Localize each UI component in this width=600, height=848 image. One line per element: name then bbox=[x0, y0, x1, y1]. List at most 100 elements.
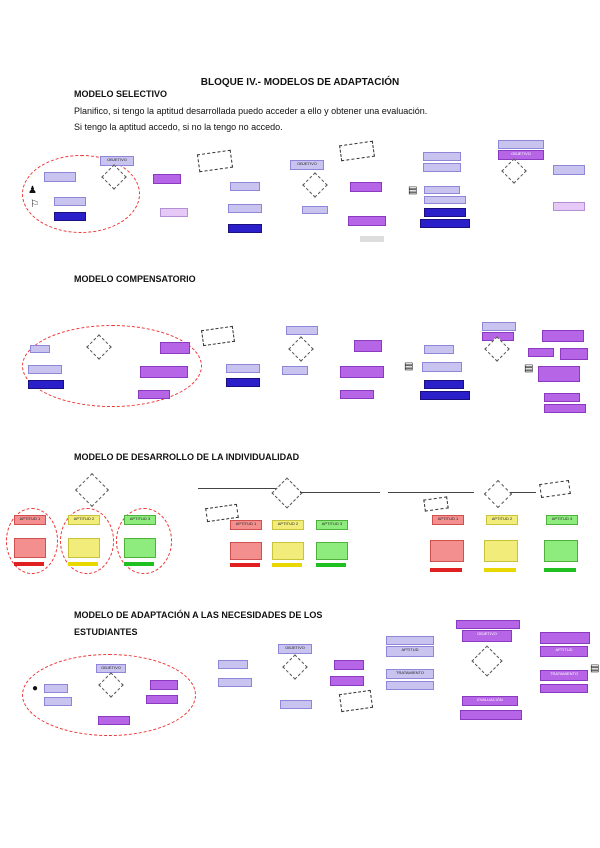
aptitud-box bbox=[553, 165, 585, 175]
aptitud-box bbox=[424, 345, 454, 354]
objetivo-box: OBJETIVO bbox=[462, 630, 512, 642]
dashed-oval bbox=[60, 508, 114, 574]
purple-box bbox=[538, 366, 580, 382]
selective-text-line-2: Si tengo la aptitud accedo, si no la ten… bbox=[74, 122, 283, 132]
purple-box bbox=[460, 710, 522, 720]
tratamiento-box bbox=[424, 196, 466, 204]
label-box bbox=[286, 326, 318, 335]
dashed-note bbox=[201, 325, 235, 347]
tratamiento-box bbox=[44, 697, 72, 706]
tratamiento-box bbox=[54, 197, 86, 206]
purple-box bbox=[340, 390, 374, 399]
tratamiento-purple-box bbox=[146, 695, 178, 704]
dashed-oval bbox=[6, 508, 58, 574]
dashed-note bbox=[338, 689, 374, 713]
aptitud-box: APTITUD bbox=[386, 646, 434, 657]
tratamiento-box bbox=[484, 540, 518, 562]
dashed-oval bbox=[22, 654, 196, 736]
evaluacion-bar bbox=[68, 562, 98, 566]
caption-line bbox=[388, 492, 474, 493]
decision-diamond bbox=[302, 172, 328, 198]
aptitud-purple-box bbox=[334, 660, 364, 670]
tratamiento-box bbox=[28, 365, 62, 374]
tratamiento-box bbox=[316, 542, 348, 560]
aptitud-purple-box: APTITUD bbox=[540, 646, 588, 657]
pink-box bbox=[160, 208, 188, 217]
decision-diamond bbox=[501, 158, 527, 184]
evaluacion-bar bbox=[430, 568, 462, 572]
objetivo-box: OBJETIVO bbox=[498, 150, 544, 160]
purple-box bbox=[140, 366, 188, 378]
aptitud-box bbox=[423, 163, 461, 172]
aptitud2-box: APTITUD 2 bbox=[272, 520, 304, 530]
objetivo-box: OBJETIVO bbox=[278, 644, 312, 654]
tratamiento-box bbox=[228, 204, 262, 213]
small-box bbox=[302, 206, 328, 214]
evaluacion-box bbox=[280, 700, 312, 709]
evaluacion-box bbox=[420, 219, 470, 228]
evaluacion-box bbox=[424, 380, 464, 389]
aptitud-box bbox=[30, 345, 50, 353]
objetivo-box: OBJETIVO bbox=[290, 160, 324, 170]
tratamiento-box bbox=[272, 542, 304, 560]
purple-box bbox=[528, 348, 554, 357]
purple-box bbox=[544, 404, 586, 413]
evaluacion-bar bbox=[124, 562, 154, 566]
decision-diamond bbox=[75, 473, 109, 507]
aptitud-box bbox=[230, 182, 260, 191]
evaluacion-bar bbox=[230, 563, 260, 567]
section-heading-compensatory: MODELO COMPENSATORIO bbox=[74, 274, 196, 284]
dashed-oval bbox=[116, 508, 172, 574]
purple-box bbox=[153, 174, 181, 184]
evaluacion-box bbox=[424, 208, 466, 217]
section-heading-individuality: MODELO DE DESARROLLO DE LA INDIVIDUALIDA… bbox=[74, 452, 300, 462]
purple-box bbox=[160, 342, 190, 354]
evaluacion-bar bbox=[14, 562, 44, 566]
dashed-note bbox=[339, 140, 375, 162]
small-box bbox=[282, 366, 308, 375]
decision-diamond bbox=[288, 336, 314, 362]
aptitud1-box: APTITUD 1 bbox=[230, 520, 262, 530]
brain-icon: ● bbox=[32, 683, 39, 694]
tratamiento-box bbox=[226, 364, 260, 373]
purple-box bbox=[350, 182, 382, 192]
aptitud-box bbox=[44, 684, 68, 693]
purple-box bbox=[340, 366, 384, 378]
evaluacion-box bbox=[98, 716, 130, 725]
evaluacion-bar bbox=[272, 563, 302, 567]
evaluacion-box bbox=[420, 391, 470, 400]
dashed-oval bbox=[22, 155, 140, 233]
aptitud-box bbox=[218, 660, 248, 669]
purple-box bbox=[542, 330, 584, 342]
aptitud3-box: APTITUD 3 bbox=[316, 520, 348, 530]
pink-box bbox=[553, 202, 585, 211]
selective-text-line-1: Planifico, si tengo la aptitud desarroll… bbox=[74, 106, 428, 116]
label-box bbox=[386, 636, 434, 645]
dashed-note bbox=[423, 496, 449, 512]
evaluacion-box bbox=[28, 380, 64, 389]
aptitud-purple-box bbox=[150, 680, 178, 690]
person-icon: ⚐ bbox=[30, 199, 39, 210]
label-box bbox=[423, 152, 461, 161]
tratamiento-box bbox=[124, 538, 156, 558]
aptitud3-box: APTITUD 3 bbox=[546, 515, 578, 525]
tratamiento-box bbox=[422, 362, 462, 372]
tratamiento-box bbox=[230, 542, 262, 560]
section-heading-needs: MODELO DE ADAPTACIÓN A LAS NECESIDADES D… bbox=[74, 610, 323, 637]
decision-diamond bbox=[471, 645, 503, 677]
caption-line bbox=[198, 488, 278, 489]
purple-box bbox=[348, 216, 386, 226]
tratamiento-box bbox=[544, 540, 578, 562]
evaluacion-box bbox=[226, 378, 260, 387]
purple-box bbox=[544, 393, 580, 402]
decision-diamond bbox=[271, 477, 303, 509]
people-icon: ♟ bbox=[28, 185, 37, 196]
connector-line bbox=[510, 492, 536, 493]
section-heading-selective: MODELO SELECTIVO bbox=[74, 89, 168, 99]
decision-diamond bbox=[483, 479, 513, 509]
tratamiento-box bbox=[14, 538, 46, 558]
evaluacion-bar bbox=[484, 568, 516, 572]
projector-icon: ▤ bbox=[524, 363, 534, 374]
purple-box bbox=[540, 684, 588, 693]
projector-icon: ▤ bbox=[404, 361, 414, 372]
